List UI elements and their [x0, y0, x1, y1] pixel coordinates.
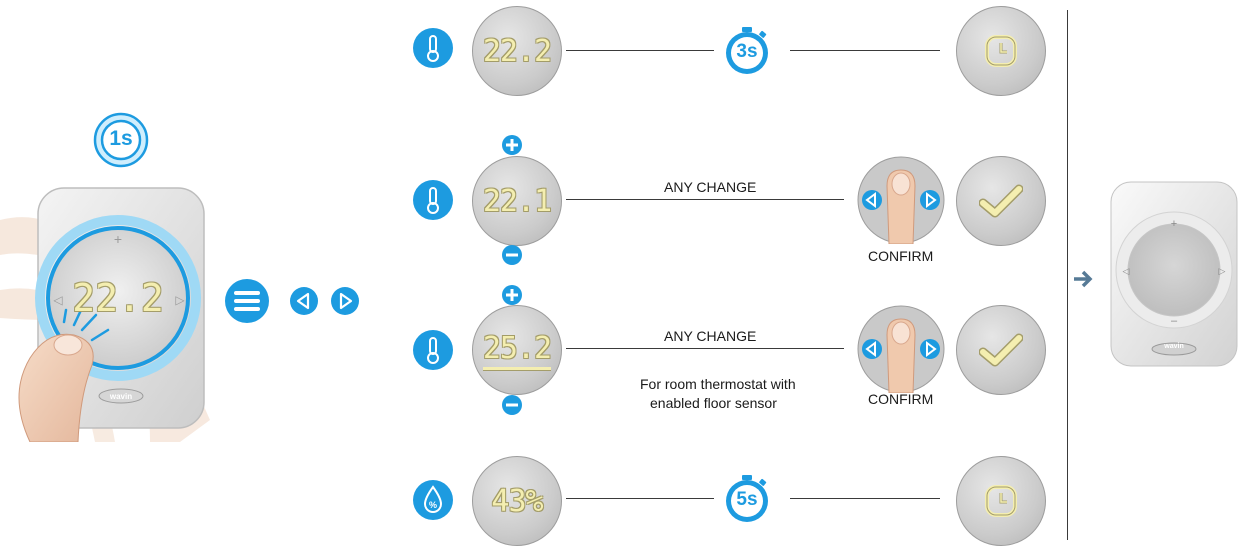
row3-display: 25.2 — [472, 305, 562, 395]
clock-icon — [985, 485, 1017, 517]
row3-confirm-button — [857, 305, 945, 394]
row4-line-right — [790, 498, 940, 499]
stopwatch-icon: 3s — [722, 26, 772, 76]
row2-confirm-label: CONFIRM — [868, 248, 934, 264]
row2-line — [566, 199, 844, 200]
row1-display: 22.2 — [472, 6, 562, 96]
svg-text:◁: ◁ — [53, 293, 63, 307]
thermometer-icon — [413, 180, 453, 220]
svg-text:wavin: wavin — [109, 392, 132, 401]
row3-change-label: ANY CHANGE — [664, 328, 757, 344]
thermometer-icon — [413, 28, 453, 68]
svg-text:–: – — [1171, 315, 1178, 327]
row3-check-button — [956, 305, 1046, 395]
minus-icon — [502, 245, 522, 265]
row1-line-right — [790, 50, 940, 51]
result-thermostat-illustration: + – ◁ ▷ wavin — [1110, 181, 1238, 367]
row1-line-left — [566, 50, 714, 51]
svg-text:▷: ▷ — [1219, 266, 1226, 276]
menu-icon — [224, 278, 270, 324]
svg-text:+: + — [1171, 218, 1177, 230]
plus-icon — [502, 135, 522, 155]
checkmark-icon — [979, 333, 1023, 367]
row1-clock-button — [956, 6, 1046, 96]
row2-change-label: ANY CHANGE — [664, 179, 757, 195]
left-display-value: 22.2 — [72, 276, 164, 320]
row3-note-line2: enabled floor sensor — [650, 395, 777, 411]
svg-text:%: % — [429, 500, 437, 510]
row3-line — [566, 348, 844, 349]
row2-display: 22.1 — [472, 156, 562, 246]
stopwatch-icon: 5s — [722, 474, 772, 524]
row1-timer-label: 3s — [736, 41, 758, 62]
row4-line-left — [566, 498, 714, 499]
arrow-right-icon — [1072, 268, 1094, 290]
hold-time-label: 1s — [109, 127, 133, 150]
row3-confirm-label: CONFIRM — [868, 391, 934, 407]
hold-1s-timer-icon: 1s — [93, 112, 149, 168]
left-thermostat-illustration: wavin + ▷ ◁ 22.2 — [0, 180, 240, 443]
row4-display: 43% — [472, 456, 562, 546]
plus-icon — [502, 285, 522, 305]
result-brand-logo: wavin — [1164, 343, 1184, 350]
vertical-divider — [1067, 10, 1068, 540]
arrow-right-icon — [330, 286, 360, 316]
clock-icon — [985, 35, 1017, 67]
svg-text:▷: ▷ — [175, 293, 185, 307]
row4-clock-button — [956, 456, 1046, 546]
row2-check-button — [956, 156, 1046, 246]
row3-note-line1: For room thermostat with — [640, 376, 796, 392]
svg-text:+: + — [114, 231, 122, 247]
arrow-left-icon — [289, 286, 319, 316]
humidity-icon: % — [413, 480, 453, 520]
thermometer-icon — [413, 330, 453, 370]
checkmark-icon — [979, 184, 1023, 218]
minus-icon — [502, 395, 522, 415]
svg-text:◁: ◁ — [1123, 266, 1130, 276]
row2-confirm-button — [857, 156, 945, 245]
row4-timer-label: 5s — [736, 489, 758, 510]
